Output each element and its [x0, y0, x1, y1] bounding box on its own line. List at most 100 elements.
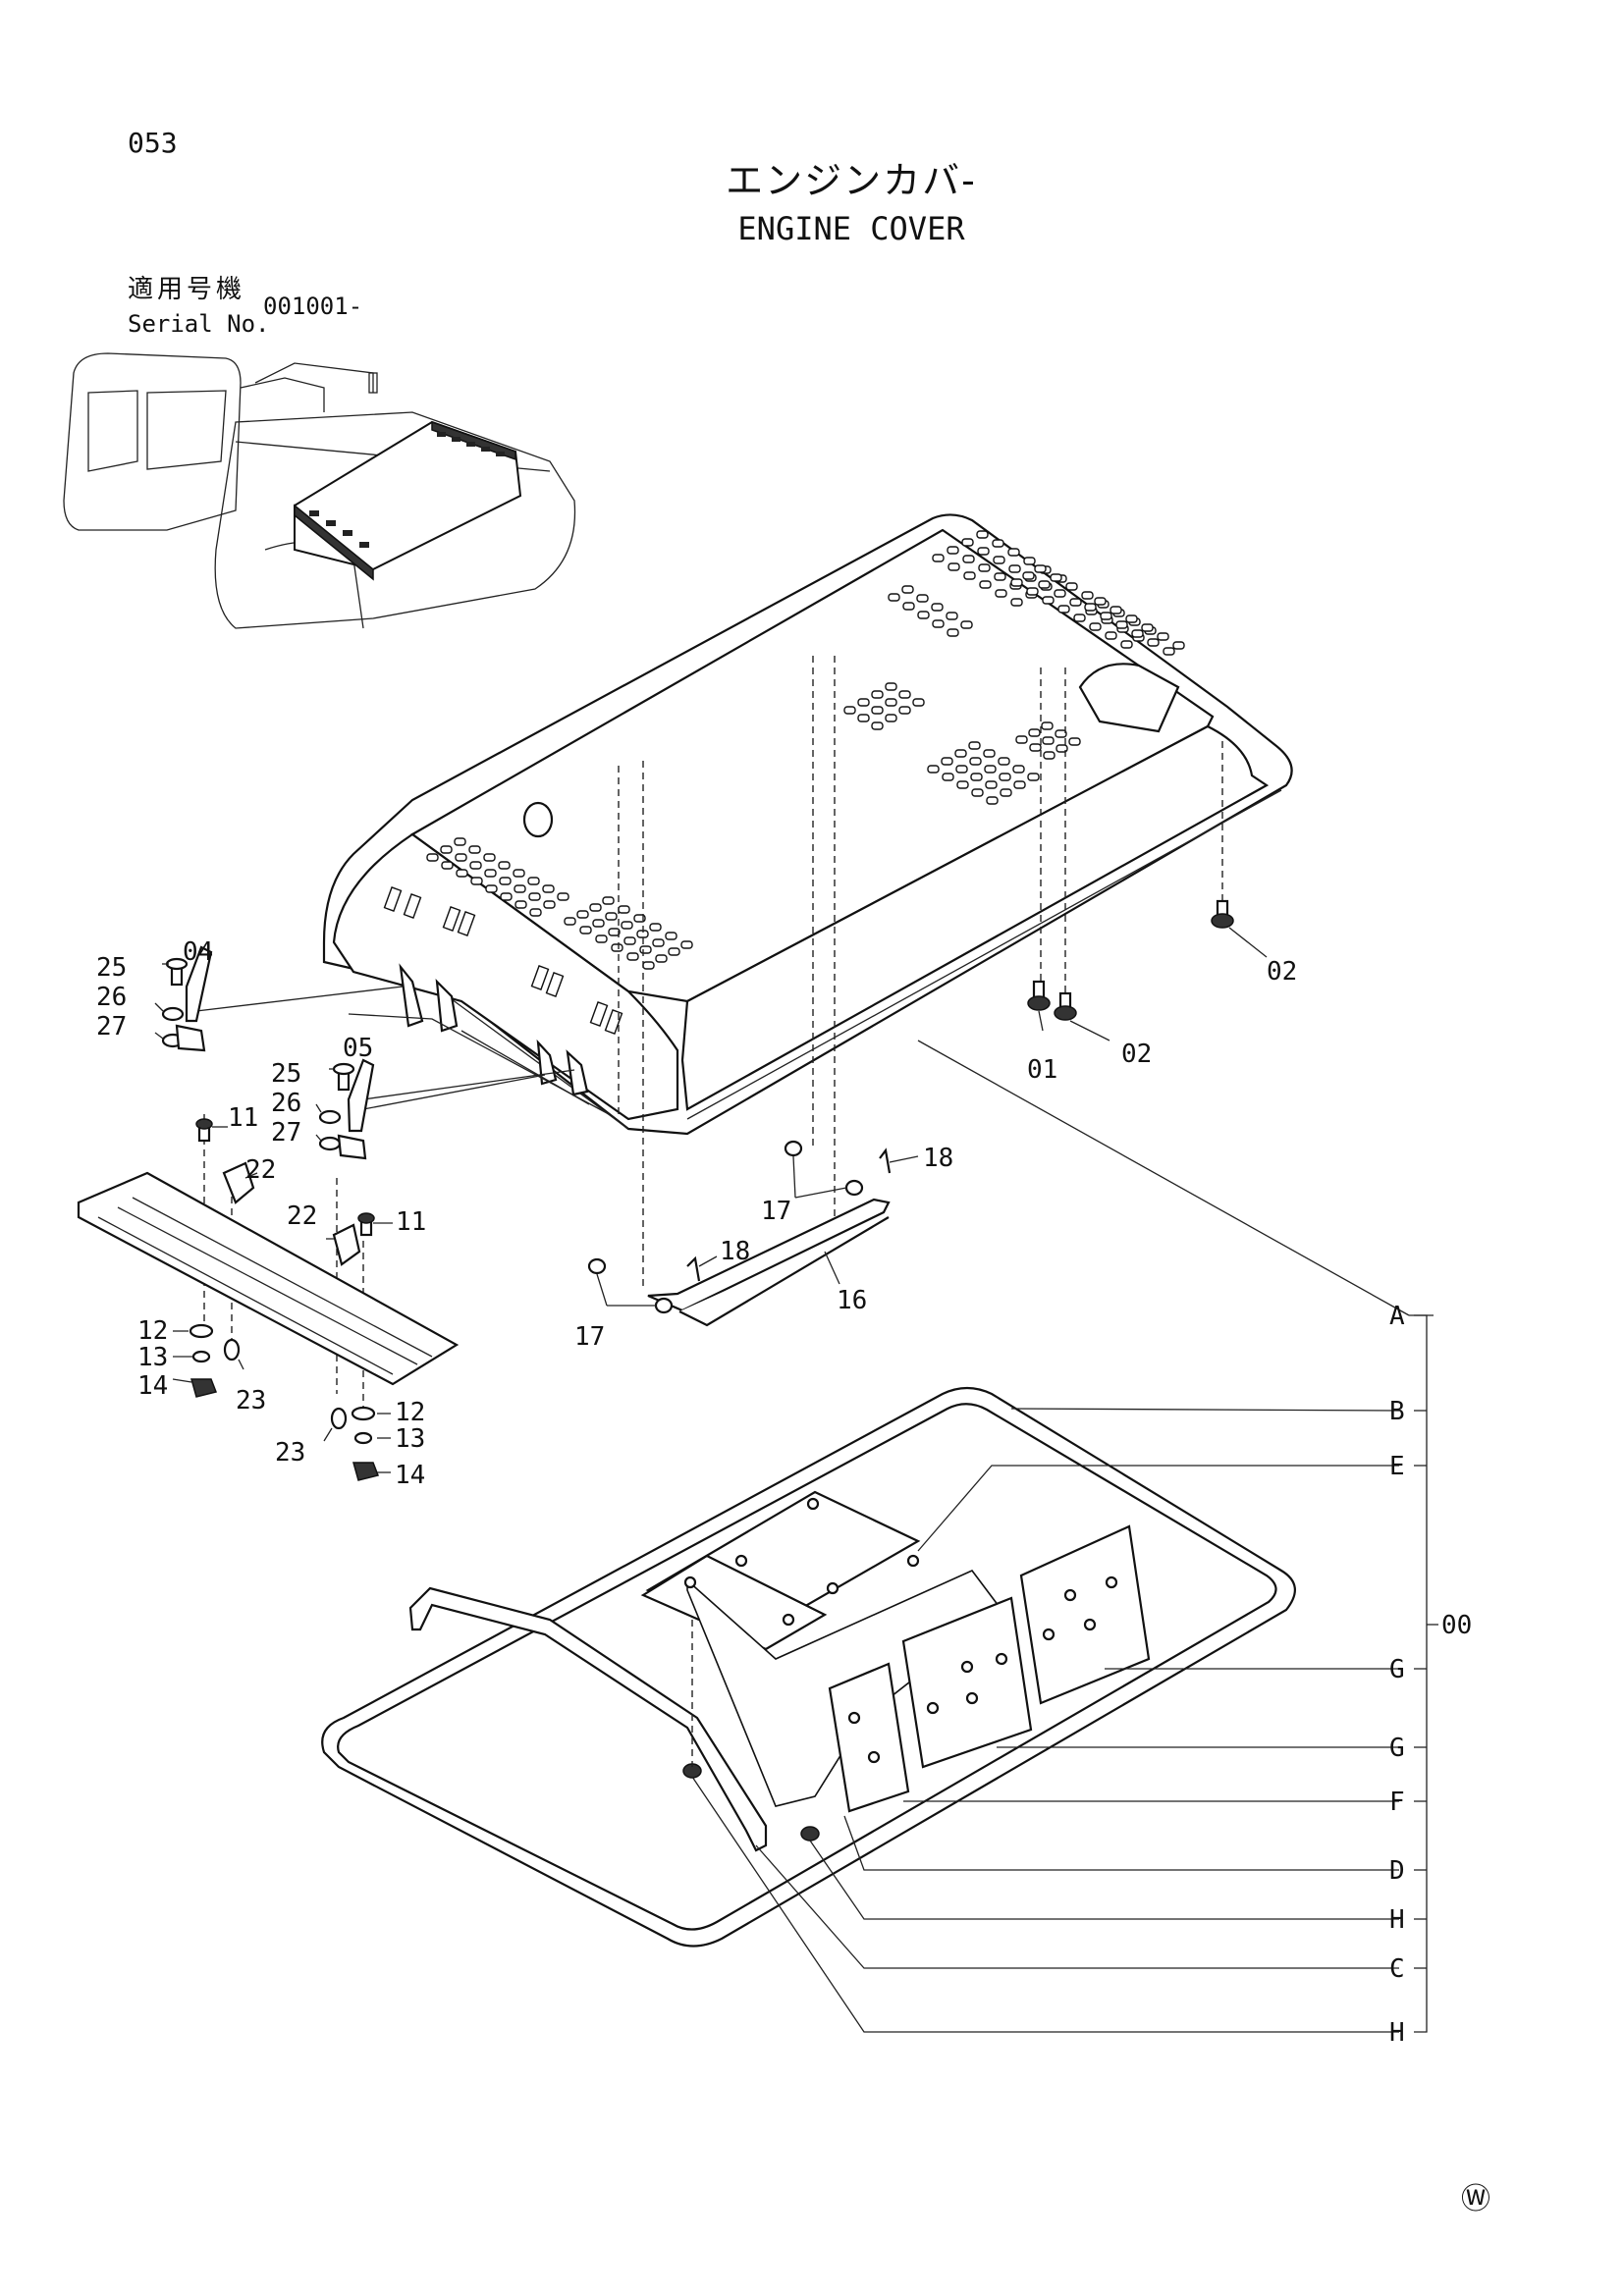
vent-slot	[513, 869, 525, 878]
vent-slot	[927, 765, 940, 774]
vent-slot	[1042, 596, 1055, 605]
vent-slot	[455, 853, 467, 862]
vent-slot	[970, 773, 983, 781]
vent-slot	[1041, 721, 1054, 730]
vent-slot	[514, 884, 526, 893]
callout-letter: E	[1389, 1452, 1405, 1481]
part-label: 12	[395, 1398, 425, 1427]
vent-slot	[602, 896, 615, 905]
vent-slot	[576, 910, 589, 919]
callout-letter: A	[1389, 1302, 1405, 1331]
callout-letter: H	[1389, 1905, 1405, 1935]
bolt-fasteners	[1027, 899, 1268, 1041]
vent-slot	[1115, 620, 1128, 629]
vent-slot	[1050, 573, 1062, 582]
vent-slot	[1054, 589, 1066, 598]
part-label: 17	[761, 1197, 791, 1226]
vent-slot	[1131, 629, 1144, 638]
vent-slot	[946, 612, 958, 620]
vent-slot	[993, 556, 1005, 564]
vent-slot	[454, 837, 466, 846]
vent-slot	[857, 698, 870, 707]
vent-slot	[1008, 564, 1021, 573]
vent-slot	[1100, 612, 1112, 620]
vent-slot	[979, 580, 992, 589]
vent-slot	[652, 938, 665, 947]
cover-latch-hooks	[399, 963, 589, 1096]
vent-slot	[639, 945, 652, 954]
vent-slot	[995, 589, 1007, 598]
part-label: 23	[236, 1386, 266, 1415]
callout-letter: F	[1389, 1788, 1405, 1817]
part-label: 04	[183, 937, 213, 967]
vent-slot	[947, 628, 959, 637]
part-labels: 01 02 02 04 05 11 11 12 12 13 13 14 14 1…	[96, 937, 1297, 1490]
vent-slot	[941, 757, 953, 766]
vent-slot	[1089, 622, 1102, 631]
vent-slot	[1147, 638, 1160, 647]
vent-slot	[633, 914, 646, 923]
part-label: 25	[271, 1059, 301, 1089]
vent-slot	[1010, 578, 1023, 587]
vent-slot	[984, 765, 997, 774]
vent-slot	[441, 861, 454, 870]
vent-slot	[898, 706, 911, 715]
assembly-label: 00	[1441, 1611, 1472, 1640]
vent-slot	[605, 912, 618, 921]
vent-slot	[947, 562, 960, 571]
vent-slot	[608, 928, 621, 936]
vent-slot	[857, 714, 870, 722]
vent-slot	[589, 903, 602, 912]
part-label: 02	[1121, 1040, 1152, 1069]
part-label: 13	[137, 1343, 168, 1372]
callout-letters: A B E G G F D H C H 00	[1389, 1302, 1472, 2048]
part-label: 11	[396, 1207, 426, 1237]
vent-slot	[1022, 571, 1035, 580]
vent-slot	[485, 884, 498, 893]
vent-slot	[968, 741, 981, 750]
vent-slot	[1038, 580, 1051, 589]
callout-letter: G	[1389, 1734, 1405, 1763]
vent-slot	[1055, 729, 1067, 738]
vent-slot	[1073, 614, 1086, 622]
vent-slot	[1028, 728, 1041, 737]
part-label: 05	[343, 1034, 373, 1063]
leader-lines	[195, 986, 1434, 1316]
serial-label-english: Serial No.	[128, 310, 270, 338]
vent-slot	[470, 877, 483, 885]
vent-slot	[1157, 632, 1169, 641]
excavator-location-illustration	[63, 352, 576, 629]
part-label: 23	[275, 1438, 305, 1468]
vent-slot	[483, 853, 496, 862]
part-label: 02	[1267, 957, 1297, 987]
vent-slot	[843, 706, 856, 715]
vent-slot	[885, 714, 897, 722]
vent-slot	[426, 853, 439, 862]
vent-slot	[1105, 631, 1117, 640]
stay-plate-assembly	[587, 1140, 919, 1327]
vent-slot	[983, 749, 996, 758]
assembly-dash-lines	[203, 656, 1223, 1418]
vent-slot	[1081, 591, 1094, 600]
vent-slot	[1026, 587, 1039, 596]
vent-slot	[992, 539, 1004, 548]
vent-slot	[680, 940, 693, 949]
vent-slot	[642, 961, 655, 970]
title-japanese: エンジンカバ-	[726, 159, 977, 202]
vent-slot	[498, 861, 511, 870]
vent-slot	[977, 547, 990, 556]
vent-slot	[626, 952, 639, 961]
vent-slot	[998, 757, 1010, 766]
vent-slot	[901, 585, 914, 594]
vent-slot	[611, 943, 623, 952]
part-label: 11	[228, 1103, 258, 1133]
vent-slot	[898, 690, 911, 699]
bracket-plate-assembly	[77, 1118, 460, 1481]
vent-slot	[954, 749, 967, 758]
part-label: 27	[96, 1012, 127, 1041]
vent-slot	[994, 572, 1006, 581]
vent-slot	[916, 594, 929, 603]
vent-slot	[1034, 564, 1047, 573]
vent-slot	[543, 900, 556, 909]
part-label: 16	[837, 1286, 867, 1315]
